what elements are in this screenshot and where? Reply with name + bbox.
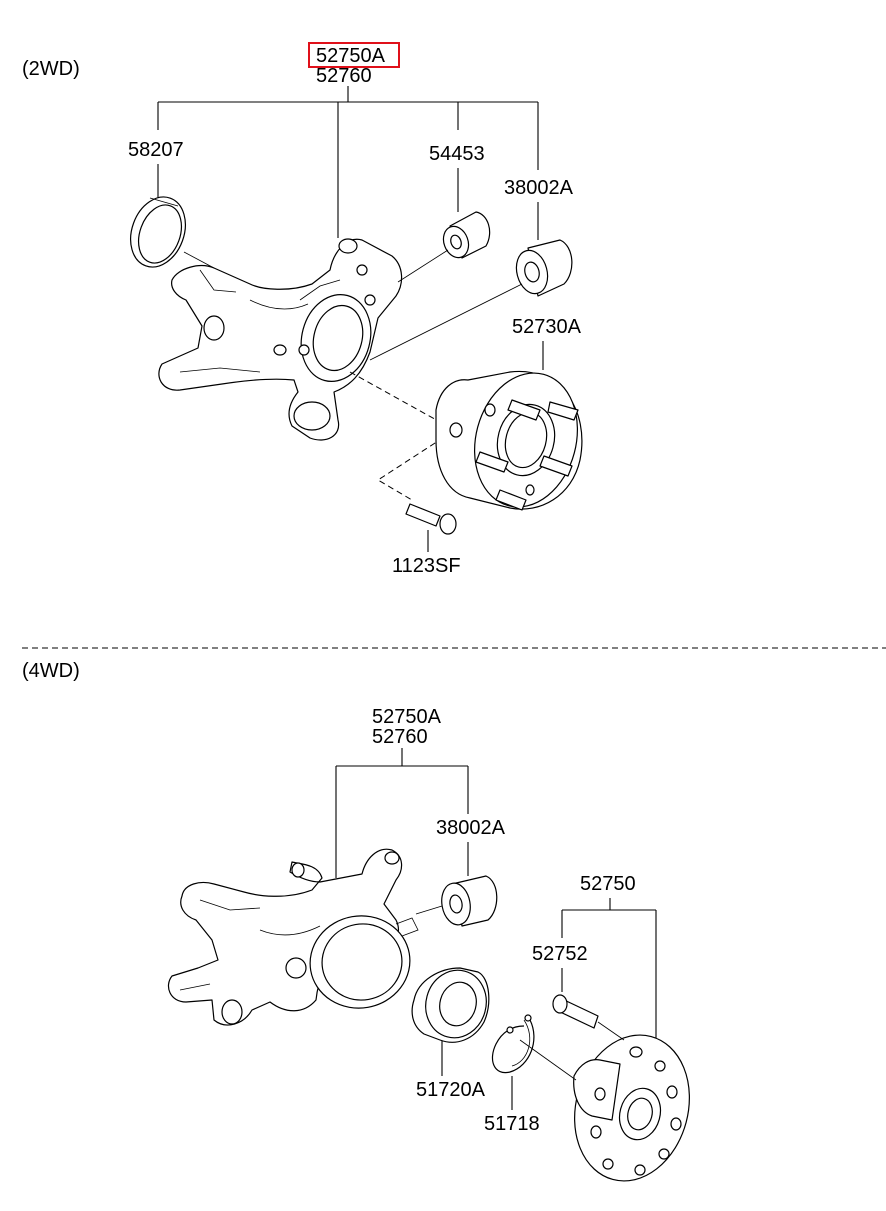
dust-cover-58207-drawing[interactable] (121, 189, 194, 274)
part-label-52752[interactable]: 52752 (532, 943, 588, 965)
knuckle-2wd-drawing[interactable] (158, 238, 403, 441)
part-label-52750A-4wd[interactable]: 52750A (372, 706, 442, 728)
part-label-52760-2wd[interactable]: 52760 (316, 65, 372, 87)
selected-part-highlight-box[interactable] (308, 42, 400, 68)
part-label-51720A[interactable]: 51720A (416, 1079, 486, 1101)
knuckle-4wd-drawing[interactable] (167, 848, 419, 1026)
part-label-52750[interactable]: 52750 (580, 873, 636, 895)
leader-bracket-4wd (335, 748, 469, 878)
part-label-1123SF[interactable]: 1123SF (392, 555, 461, 577)
hub-52730A-drawing[interactable] (435, 361, 592, 518)
leader-bracket-52750 (561, 898, 657, 1040)
hub-52750-drawing[interactable] (559, 1022, 705, 1194)
part-label-54453[interactable]: 54453 (429, 143, 485, 165)
section-label-2wd: (2WD) (22, 58, 80, 80)
bushing-54453-drawing[interactable] (439, 211, 491, 261)
part-label-52730A[interactable]: 52730A (512, 316, 582, 338)
bearing-51720A-drawing[interactable] (411, 963, 494, 1044)
bushing-38002A-4wd-drawing[interactable] (415, 875, 498, 927)
part-label-38002A-2wd[interactable]: 38002A (504, 177, 574, 199)
part-label-52750A-2wd[interactable]: 52750A (316, 45, 386, 67)
leader-bracket-2wd (157, 86, 539, 238)
assembly-line-4wd (519, 1039, 577, 1081)
bushing-38002A-2wd-drawing[interactable] (512, 239, 573, 297)
assembly-lines-2wd (183, 249, 523, 501)
part-label-38002A-4wd[interactable]: 38002A (436, 817, 506, 839)
bolt-1123SF-drawing[interactable] (405, 503, 457, 535)
snap-ring-51718-drawing[interactable] (491, 1014, 535, 1074)
part-label-52760-4wd[interactable]: 52760 (372, 726, 428, 748)
part-label-58207[interactable]: 58207 (128, 139, 184, 161)
stud-52752-drawing[interactable] (552, 994, 625, 1041)
section-label-4wd: (4WD) (22, 660, 80, 682)
part-label-51718[interactable]: 51718 (484, 1113, 540, 1135)
